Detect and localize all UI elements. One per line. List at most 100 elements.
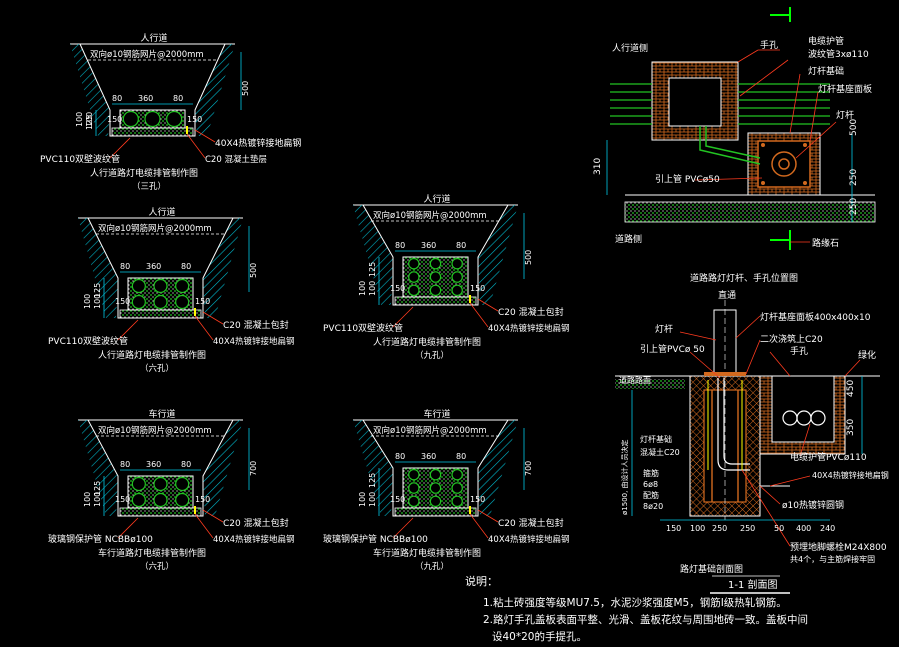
section-leaders <box>679 315 861 547</box>
section-label-anchor-2: 共4个，与主筋焊接牢固 <box>790 554 875 564</box>
notes-line-3: 设40*20的手提孔。 <box>492 630 587 643</box>
section-title: 人行道路灯电缆排管制作图 <box>98 349 206 361</box>
dim-right: 500 <box>241 81 250 96</box>
note-right-2: 40X4热镀锌接地扁钢 <box>488 323 570 334</box>
trench-hatch-right <box>203 420 243 516</box>
dim-top-2: 360 <box>146 262 161 271</box>
dim-top-1: 80 <box>120 460 130 469</box>
section-mesh-label: 双向ø10钢筋网片@2000mm <box>90 49 204 60</box>
dim-left-extra: 150 <box>390 284 405 293</box>
section-dim-bottom-2: 100 <box>690 524 705 533</box>
note-left: PVC110双壁波纹管 <box>323 322 403 334</box>
trench-hatch-left <box>78 218 118 318</box>
cable-pipes-plan <box>610 83 830 125</box>
concrete-cushion <box>394 507 477 517</box>
plan-dim-250-b: 250 <box>849 198 859 215</box>
pipe-1-3 <box>175 278 190 294</box>
pipe-2-3 <box>451 482 463 494</box>
plan-label-curb: 路缘石 <box>812 237 839 249</box>
pipe-1-1 <box>408 468 420 481</box>
pipe-2-1 <box>408 482 420 494</box>
section-label-stirrup-1: 箍筋 <box>643 468 659 478</box>
section-mesh-label: 双向ø10钢筋网片@2000mm <box>98 223 212 234</box>
dim-left-2: 100 <box>368 492 377 507</box>
dim-left-2: 100 <box>93 492 102 507</box>
curb-stone-plan <box>624 201 876 223</box>
section-dim-450: 450 <box>846 380 856 397</box>
dim-left-extra: 150 <box>115 297 130 306</box>
pipe-1-2 <box>153 476 168 492</box>
dim-top-2: 360 <box>146 460 161 469</box>
note-right-2: 40X4热镀锌接地扁钢 <box>213 534 295 545</box>
section-dim-350: 350 <box>846 419 856 436</box>
trench-hatch-left <box>78 420 118 516</box>
pipe-1-2 <box>429 257 442 270</box>
dim-top-2: 360 <box>138 94 153 103</box>
concrete-cushion <box>119 309 202 319</box>
dim-left-1: 125 <box>368 473 377 488</box>
section-holes: （六孔） <box>140 561 174 572</box>
note-right-2: 40X4热镀锌接地扁钢 <box>213 336 295 347</box>
notes-line-2: 2.路灯手孔盖板表面平整、光滑、盖板花纹与周围地砖一致。盖板中间 <box>483 613 808 626</box>
section-label-main-bar-2: 8ø20 <box>643 502 663 511</box>
plan-label-handhole: 手孔 <box>760 39 778 51</box>
section-label-foundation-concrete-2: 混凝土C20 <box>640 447 680 457</box>
pipe-1-3 <box>166 110 183 128</box>
dim-left-1: 125 <box>93 283 102 298</box>
concrete-cushion <box>111 127 194 137</box>
pipe-2-3 <box>175 492 190 508</box>
section-title: 1-1 剖面图 <box>728 578 778 591</box>
dim-top-3: 80 <box>173 94 183 103</box>
dim-left-1: 125 <box>85 115 94 130</box>
leader-left <box>109 137 131 159</box>
trench-hatch-right <box>478 205 518 305</box>
plan-leaders <box>694 49 837 243</box>
pipe-2-2 <box>153 294 168 310</box>
section-holes: （九孔） <box>415 350 449 361</box>
dim-right-extra: 150 <box>195 297 210 306</box>
dim-left-3: 100 <box>83 492 92 507</box>
dim-left-1: 125 <box>368 262 377 277</box>
leader-right-2 <box>194 315 214 341</box>
dim-right: 700 <box>249 461 258 476</box>
leader-right-1 <box>202 311 224 325</box>
section-top-label: 人行道 <box>141 32 168 44</box>
dim-right-extra: 150 <box>187 115 202 124</box>
dim-top-2: 360 <box>421 452 436 461</box>
section-label-lamp-pole: 灯杆 <box>655 323 673 335</box>
section-holes: （三孔） <box>132 181 166 192</box>
section-label-base-plate: 灯杆基座面板400x400x10 <box>760 311 871 323</box>
dim-left-3: 100 <box>358 281 367 296</box>
section-dim-bottom-5: 50 <box>774 524 784 533</box>
pipe-2-1 <box>131 294 146 310</box>
pipe-1-2 <box>153 278 168 294</box>
section-label-ground-flat: 40X4热镀锌接地扁钢 <box>812 470 889 480</box>
leader-left <box>117 319 139 341</box>
section-holes: （六孔） <box>140 363 174 374</box>
section-top-label: 人行道 <box>149 206 176 218</box>
pipe-3-3 <box>451 284 463 297</box>
section-title: 车行道路灯电缆排管制作图 <box>373 547 481 559</box>
note-right-2: C20 混凝土垫层 <box>205 154 267 165</box>
plan-dim-250-a: 250 <box>849 169 859 186</box>
section-title: 人行道路灯电缆排管制作图 <box>373 336 481 348</box>
section-top-label: 人行道 <box>424 193 451 205</box>
dim-left-extra: 150 <box>390 495 405 504</box>
pipe-circle-3 <box>810 410 826 426</box>
leader-left <box>117 517 139 539</box>
plan-dim-310: 310 <box>593 158 603 175</box>
plan-label-lamp-pole: 灯杆 <box>836 109 854 121</box>
leader-right-2 <box>194 513 214 539</box>
section-top-label: 车行道 <box>149 408 176 420</box>
plan-label-road-side: 道路侧 <box>615 233 642 245</box>
section-mesh-label: 双向ø10钢筋网片@2000mm <box>98 425 212 436</box>
leader-right-1 <box>477 298 499 312</box>
section-label-main-bar-1: 配筋 <box>643 490 659 500</box>
section-dim-bottom-7: 240 <box>820 524 835 533</box>
pipe-2-2 <box>153 492 168 508</box>
concrete-cushion <box>119 507 202 517</box>
